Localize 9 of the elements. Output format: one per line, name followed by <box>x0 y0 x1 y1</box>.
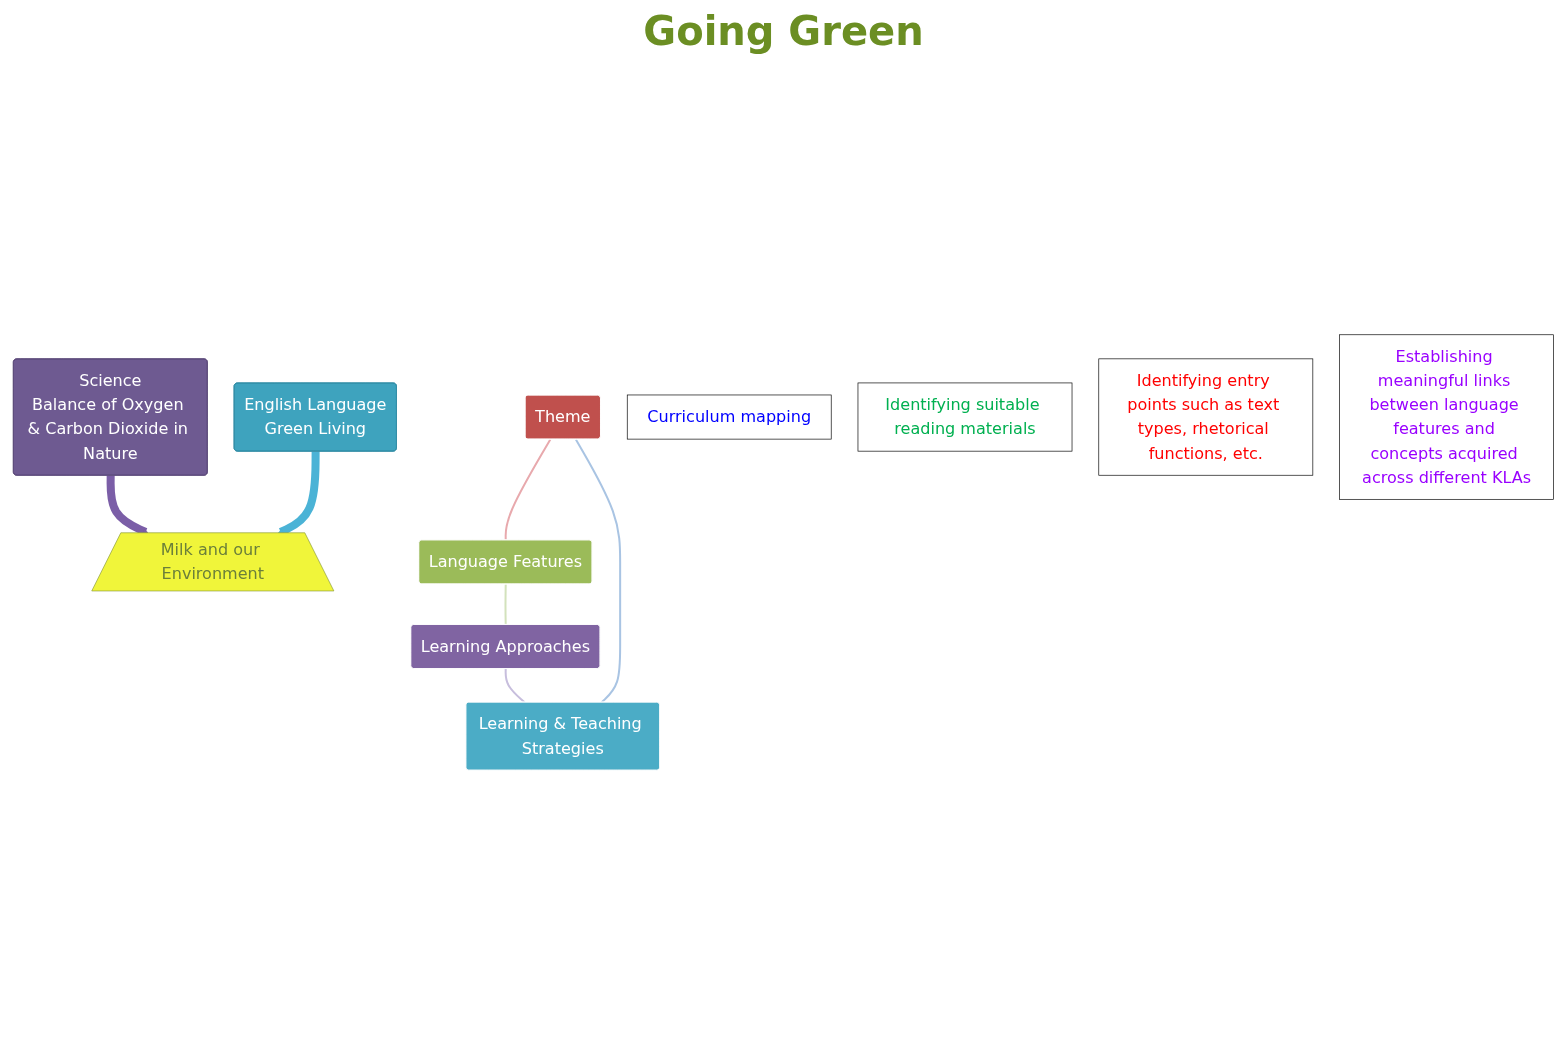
connector <box>504 668 526 704</box>
node-box: Identifying entry points such as text types, rhetorical functions, etc. <box>1098 358 1314 476</box>
connector <box>575 438 622 704</box>
connector <box>504 584 507 625</box>
node-box: Establishing meaningful links between language features and concepts acquired across different KLAs <box>1339 334 1554 500</box>
center-title: Going Green <box>643 8 924 54</box>
node-box: Identifying suitable reading materials <box>857 382 1073 452</box>
connector <box>504 438 552 541</box>
node-box: Curriculum mapping <box>626 394 832 440</box>
